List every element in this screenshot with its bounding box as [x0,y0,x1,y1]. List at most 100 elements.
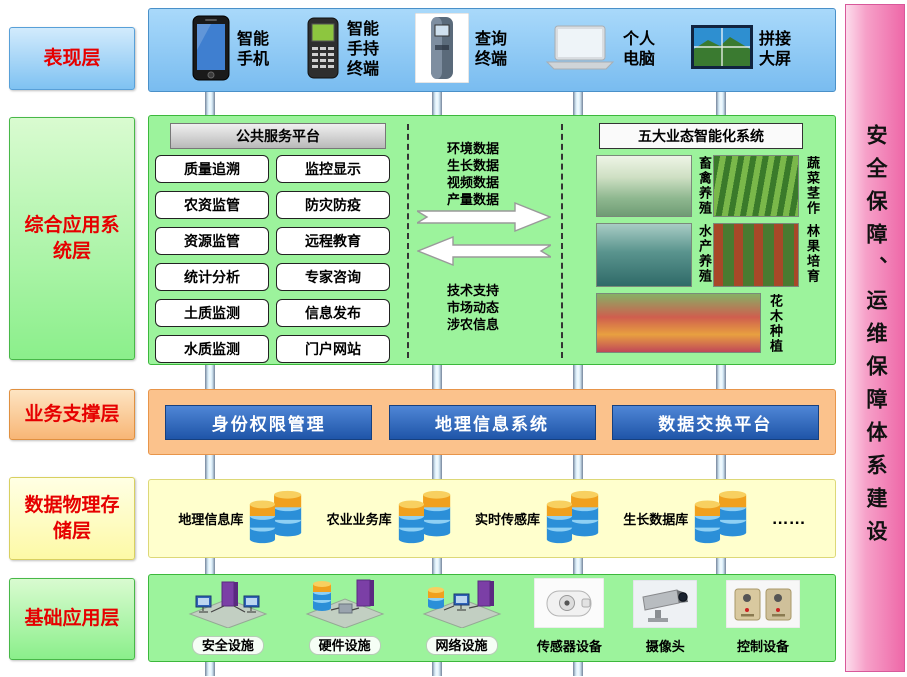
dashed-divider [407,124,409,358]
downstream-data-label: 涉农信息 [447,317,500,332]
connector-pipe [716,455,726,479]
infra-control-device: 控制设备 [725,579,801,655]
infra-sensor-device: 传感器设备 [533,577,605,655]
business-module-gis: 地理信息系统 [388,404,596,440]
infra-hardware-facility: 硬件设施 [301,572,389,655]
infra-network-facility: 网络设施 [418,572,506,655]
business-panel: 身份权限管理 地理信息系统 数据交换平台 [148,389,836,455]
database-label: 生长数据库 [623,512,689,527]
flower-photo [596,293,761,353]
database-label: 实时传感库 [474,512,540,527]
assurance-sidebar-label: 安全保障、运维保障体系建设 [864,123,887,553]
layer-label-application: 综合应用系统层 [9,117,135,360]
presentation-panel: 智能手机 智能手持终端 [148,8,836,92]
infra-label: 安全设施 [191,636,264,655]
connector-pipe [205,365,215,389]
layer-label-text: 综合应用系统层 [24,214,120,262]
app-function-button: 质量追溯 [155,155,269,183]
layer-label-presentation: 表现层 [9,27,135,90]
vegetable-photo [713,155,799,217]
infra-label: 硬件设施 [308,636,381,655]
upstream-data-label: 视频数据 [447,175,500,190]
network-facility-icon [418,572,506,633]
infra-security-facility: 安全设施 [184,572,272,655]
database-sensor: 实时传感库 [475,488,604,549]
connector-pipe [716,558,726,574]
layer-label-text: 基础应用层 [24,608,120,630]
business-module-exchange: 数据交换平台 [611,404,819,440]
connector-pipe [432,455,442,479]
camera-icon [632,579,698,633]
infra-label: 网络设施 [425,636,498,655]
database-icon [542,488,604,549]
connector-pipe [573,558,583,574]
smartphone-icon [191,15,231,86]
connector-pipe [716,365,726,389]
database-icon [245,488,307,549]
layer-label-infrastructure: 基础应用层 [9,578,135,660]
more-databases-ellipsis: …… [771,508,806,528]
infra-label: 摄像头 [645,639,685,654]
downstream-data-label: 技术支持 [447,283,500,298]
app-function-button: 土质监测 [155,299,269,327]
ecosystem-label: 畜禽养殖 [697,156,712,216]
upstream-data-label: 生长数据 [447,158,500,173]
app-function-button: 水质监测 [155,335,269,363]
infra-camera: 摄像头 [632,579,698,655]
database-growth: 生长数据库 [623,488,752,549]
layer-label-storage: 数据物理存储层 [9,477,135,560]
ecosystem-label: 蔬菜茎作 [805,156,820,216]
infra-label: 传感器设备 [536,639,602,654]
upstream-data-label: 环境数据 [447,141,500,156]
ecosystem-label: 花木种植 [768,294,783,354]
app-function-button: 农资监管 [155,191,269,219]
handheld-terminal-icon [305,17,341,84]
downstream-data-labels: 技术支持 市场动态 涉农信息 [447,282,499,333]
connector-pipe [205,92,215,115]
app-function-button: 防灾防疫 [276,191,390,219]
business-module-identity: 身份权限管理 [165,404,373,440]
layer-label-text: 数据物理存储层 [24,494,120,542]
data-flow-arrow-left [416,235,554,271]
layer-label-text: 业务支撑层 [24,403,120,425]
aquaculture-photo [596,223,692,287]
database-label: 地理信息库 [178,512,244,527]
ecosystem-label: 水产养殖 [697,224,712,284]
app-function-button: 资源监管 [155,227,269,255]
layer-label-text: 表现层 [43,47,101,69]
database-geo: 地理信息库 [178,488,307,549]
database-icon [394,488,456,549]
app-function-button: 门户网站 [276,335,390,363]
device-handheld-terminal: 智能手持终端 [305,17,381,84]
connector-pipe [573,365,583,389]
forest-fruit-photo [713,223,799,287]
connector-pipe [432,662,442,676]
device-label: 查询终端 [475,31,508,68]
connector-pipe [716,92,726,115]
app-function-button: 监控显示 [276,155,390,183]
connector-pipe [205,558,215,574]
device-label: 智能手持终端 [347,21,380,78]
device-laptop: 个人电脑 [543,24,657,77]
app-function-button: 统计分析 [155,263,269,291]
device-label: 拼接大屏 [759,31,792,68]
application-panel: 公共服务平台 质量追溯 监控显示 农资监管 防灾防疫 资源监管 远程教育 统计分… [148,115,836,365]
security-facility-icon [184,572,272,633]
upstream-data-labels: 环境数据 生长数据 视频数据 产量数据 [447,140,499,208]
connector-pipe [432,365,442,389]
connector-pipe [205,455,215,479]
public-platform-header: 公共服务平台 [170,123,386,149]
database-icon [690,488,752,549]
control-device-icon [725,579,801,633]
device-kiosk: 查询终端 [414,12,509,88]
infrastructure-panel: 安全设施 硬件设施 [148,574,836,662]
upstream-data-label: 产量数据 [447,192,500,207]
device-label: 智能手机 [237,31,270,68]
data-flow-arrow-right [414,201,552,237]
app-function-button: 远程教育 [276,227,390,255]
infra-label: 控制设备 [737,639,790,654]
kiosk-icon [414,12,470,88]
livestock-photo [596,155,692,217]
sensor-device-icon [533,577,605,633]
